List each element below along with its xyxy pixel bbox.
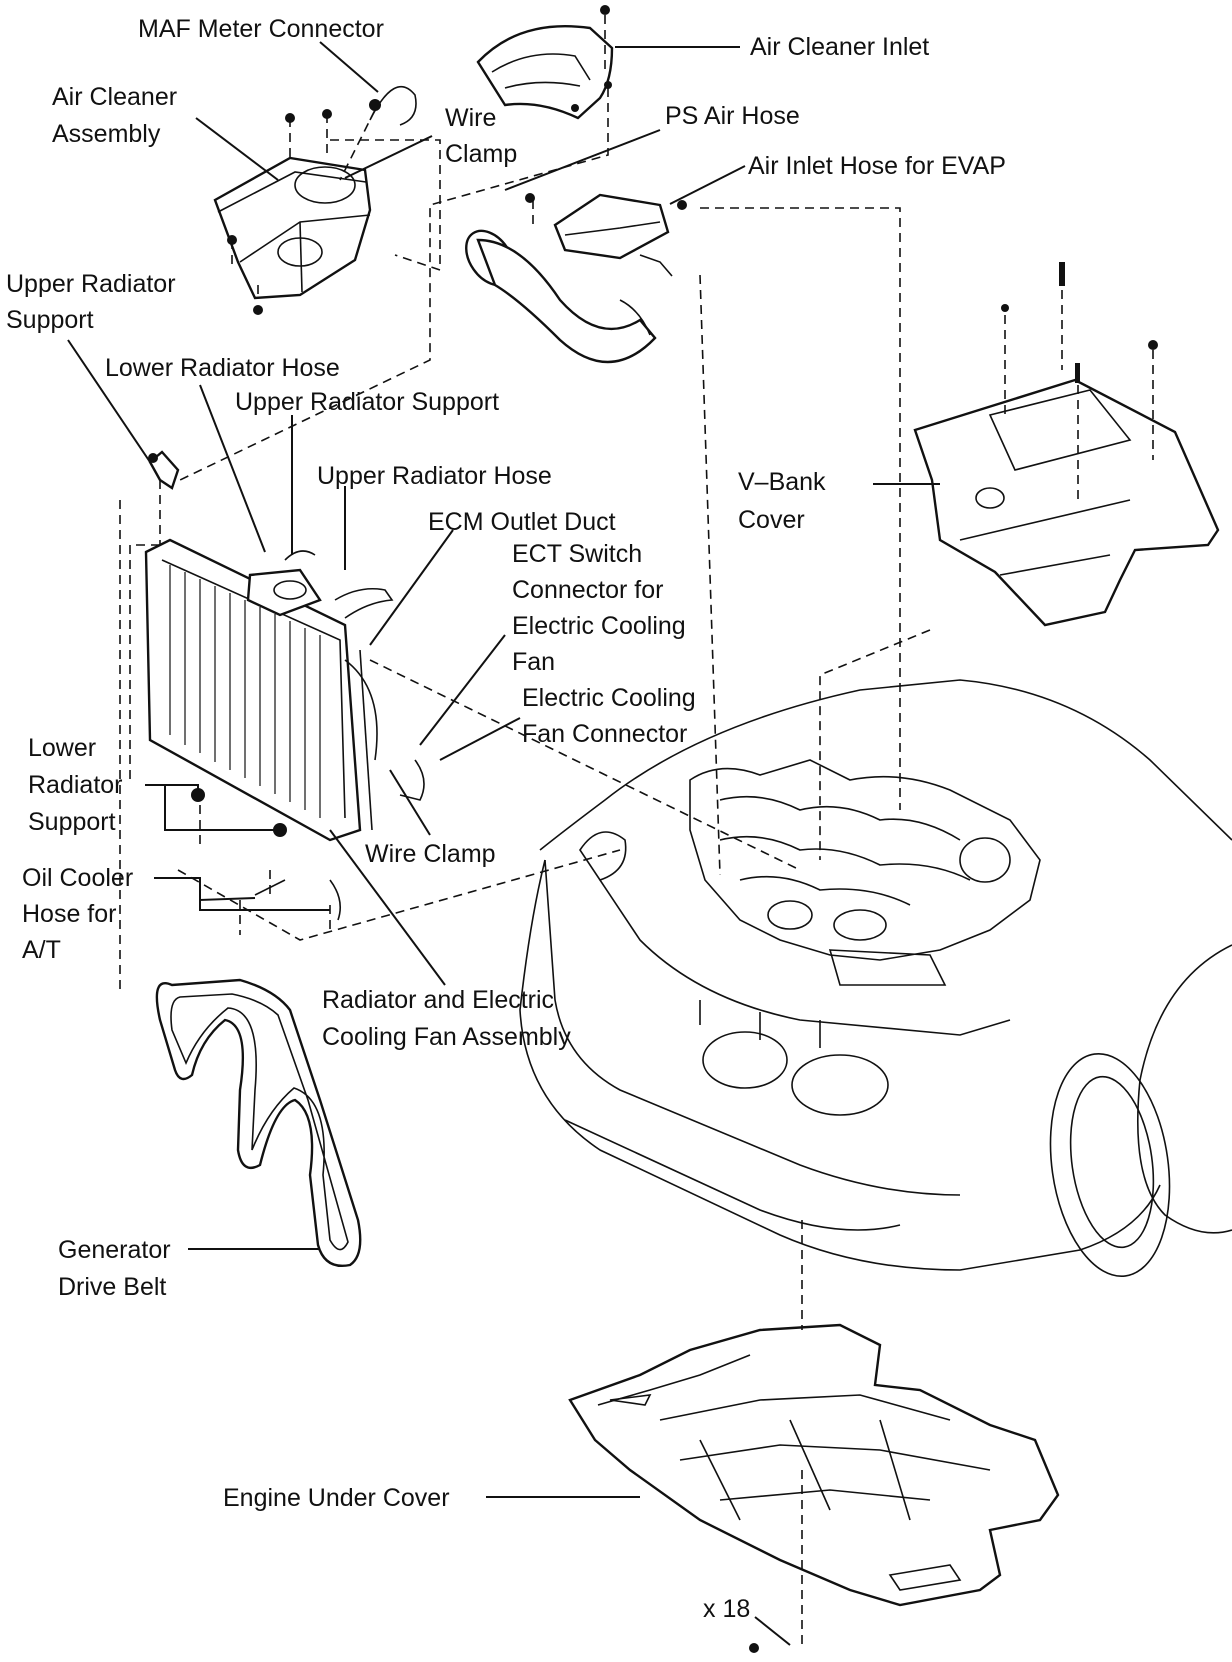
label-upper-radiator-support-left-line2: Support <box>6 306 94 334</box>
label-engine-under-cover: Engine Under Cover <box>223 1484 450 1512</box>
assembly-dash-lines <box>119 15 1154 1645</box>
label-wire-clamp-top-line1: Wire <box>445 104 496 132</box>
label-lower-radiator-hose: Lower Radiator Hose <box>105 354 340 382</box>
air-cleaner-assembly-part <box>213 85 417 315</box>
label-air-cleaner-assembly-line1: Air Cleaner <box>52 83 177 111</box>
label-v-bank-cover-line1: V–Bank <box>738 468 826 496</box>
leader-lines <box>67 41 940 1646</box>
upper-radiator-support-bracket <box>148 450 180 490</box>
label-lower-radiator-support-line2: Radiator <box>28 771 123 799</box>
generator-drive-belt-part <box>155 978 362 1267</box>
label-lower-radiator-support-line3: Support <box>28 808 116 836</box>
label-ect-switch-line4: Fan <box>512 648 555 676</box>
label-air-inlet-hose-evap: Air Inlet Hose for EVAP <box>748 152 1006 180</box>
label-ecm-outlet-duct: ECM Outlet Duct <box>428 508 616 536</box>
label-v-bank-cover-line2: Cover <box>738 506 805 534</box>
label-radiator-fan-assembly-line1: Radiator and Electric <box>322 986 554 1014</box>
label-wire-clamp-top-line2: Clamp <box>445 140 517 168</box>
intake-hose-part <box>465 193 687 364</box>
v-bank-cover-part <box>913 262 1220 627</box>
label-lower-radiator-support-line1: Lower <box>28 734 96 762</box>
label-wire-clamp-bottom: Wire Clamp <box>365 840 496 868</box>
label-ect-switch-line3: Electric Cooling <box>512 612 686 640</box>
label-oil-cooler-hose-line1: Oil Cooler <box>22 864 133 892</box>
label-electric-cooling-fan-connector-line1: Electric Cooling <box>522 684 696 712</box>
label-ps-air-hose: PS Air Hose <box>665 102 800 130</box>
label-generator-drive-belt-line2: Drive Belt <box>58 1273 166 1301</box>
label-air-cleaner-inlet: Air Cleaner Inlet <box>750 33 929 61</box>
label-ect-switch-line2: Connector for <box>512 576 663 604</box>
label-generator-drive-belt-line1: Generator <box>58 1236 171 1264</box>
engine-under-cover-part <box>568 1323 1060 1653</box>
label-ect-switch-line1: ECT Switch <box>512 540 642 568</box>
label-electric-cooling-fan-connector-line2: Fan Connector <box>522 720 687 748</box>
label-bolt-count: x 18 <box>703 1595 750 1623</box>
label-upper-radiator-hose: Upper Radiator Hose <box>317 462 552 490</box>
radiator-part <box>144 538 425 921</box>
label-maf-meter-connector: MAF Meter Connector <box>138 15 384 43</box>
label-upper-radiator-support-left-line1: Upper Radiator <box>6 270 176 298</box>
label-radiator-fan-assembly-line2: Cooling Fan Assembly <box>322 1023 571 1051</box>
label-oil-cooler-hose-line3: A/T <box>22 936 61 964</box>
label-air-cleaner-assembly-line2: Assembly <box>52 120 161 148</box>
car-body-part <box>519 679 1232 1278</box>
labels: MAF Meter Connector Air Cleaner Assembly… <box>6 15 1006 1623</box>
label-oil-cooler-hose-line2: Hose for <box>22 900 116 928</box>
air-cleaner-inlet-part <box>476 5 614 120</box>
label-upper-radiator-support-mid: Upper Radiator Support <box>235 388 499 416</box>
